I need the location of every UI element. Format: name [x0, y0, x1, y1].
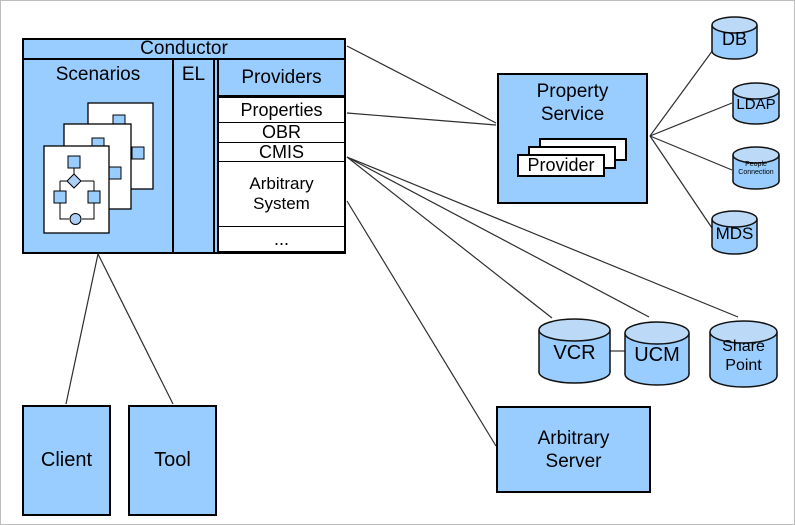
- provider-row-properties: Properties: [219, 98, 344, 123]
- providers-header: Providers: [219, 60, 344, 98]
- providers-block: Providers Properties OBR CMIS Arbitrary …: [217, 60, 344, 252]
- sharepoint-cylinder: [709, 320, 778, 388]
- line-scenarios-to-tool: [97, 253, 174, 405]
- provider-row-obr: OBR: [219, 122, 344, 143]
- client-box: Client: [22, 405, 111, 516]
- ucm-cylinder: [624, 321, 690, 386]
- sharepoint-label: Share Point: [722, 338, 765, 374]
- provider-card-front: Provider: [517, 154, 605, 177]
- mds-label: MDS: [715, 223, 754, 243]
- line-property-service-to-db: [649, 49, 714, 137]
- line-property-service-to-ldap: [649, 102, 733, 137]
- line-arbitrary-system-to-arbitrary-server: [346, 200, 497, 447]
- people-connection-cylinder: [732, 146, 780, 190]
- el-column: EL: [172, 60, 215, 252]
- el-label: EL: [181, 64, 206, 85]
- line-property-service-to-mds: [649, 135, 713, 229]
- vcr-label: VCR: [553, 341, 596, 364]
- line-scenarios-to-client: [65, 253, 99, 405]
- scenarios-label: Scenarios: [55, 64, 141, 85]
- ldap-cylinder: [732, 82, 780, 125]
- line-properties-to-property-service: [346, 112, 497, 126]
- provider-row-cmis: CMIS: [219, 142, 344, 162]
- conductor-title: Conductor: [24, 39, 344, 60]
- tool-box: Tool: [128, 405, 217, 516]
- property-service-label: Property Service: [536, 81, 609, 125]
- db-cylinder: [711, 16, 758, 60]
- provider-row-arbitrary-system: Arbitrary System: [219, 162, 344, 227]
- mds-cylinder: [711, 210, 758, 255]
- providers-list: Properties OBR CMIS Arbitrary System ...: [219, 98, 344, 252]
- arbitrary-server-box: Arbitrary Server: [496, 406, 651, 493]
- line-conductor-to-property-service: [346, 45, 497, 124]
- db-label: DB: [721, 28, 747, 49]
- conductor-box: Conductor Scenarios EL Providers Propert…: [22, 38, 346, 254]
- property-service-box: Property Service Provider: [497, 73, 648, 204]
- ucm-label: UCM: [634, 344, 680, 366]
- ldap-label: LDAP: [736, 96, 776, 113]
- provider-row-ellipsis: ...: [219, 227, 344, 252]
- line-property-service-to-people-connection: [649, 135, 733, 171]
- arbitrary-server-label: Arbitrary Server: [537, 427, 610, 472]
- vcr-cylinder: [538, 318, 611, 384]
- people-connection-label: People Connection: [738, 161, 774, 176]
